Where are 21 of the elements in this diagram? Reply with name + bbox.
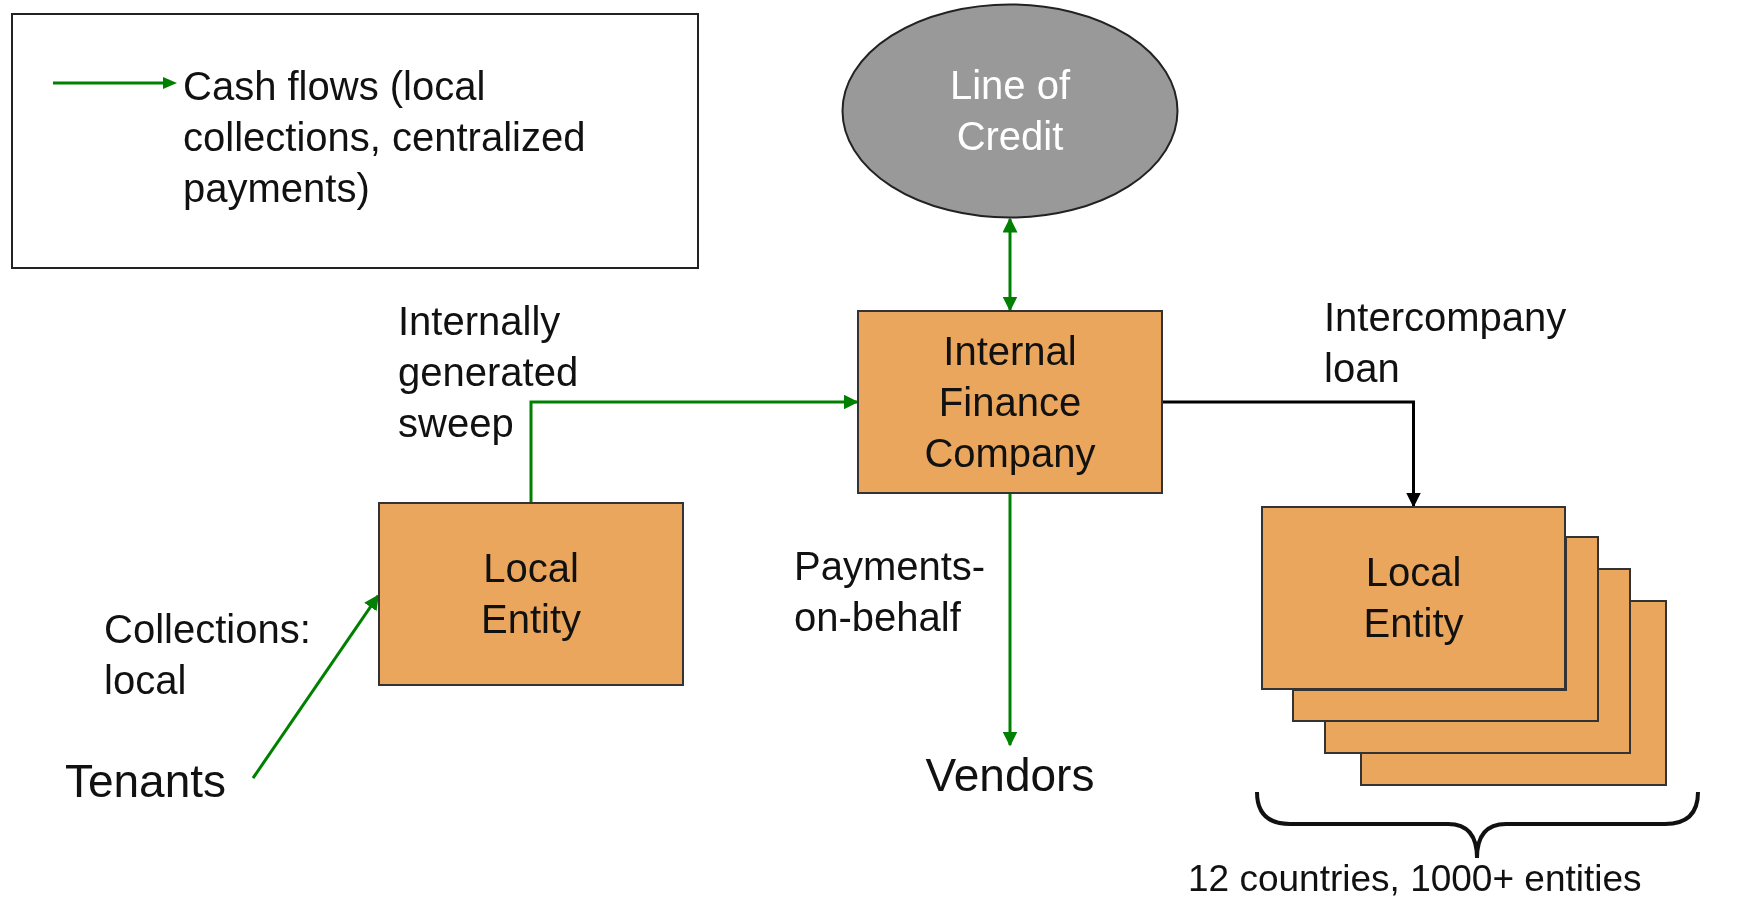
arrow (1002, 494, 1018, 747)
arrow (1163, 400, 1421, 508)
box-label: Internal Finance Company (923, 327, 1097, 477)
arrow (529, 394, 859, 502)
arrow (1002, 217, 1018, 312)
note-text: 12 countries, 1000+ entities (1188, 858, 1643, 900)
edge-label: Internally generated sweep (398, 298, 580, 447)
entity-box (1261, 506, 1566, 690)
edge-label: Intercompany loan (1324, 294, 1568, 392)
ellipse-node (841, 3, 1179, 219)
arrow (251, 594, 380, 779)
box-label: Local Entity (479, 545, 582, 643)
edge-label: Collections: local (104, 606, 312, 704)
entity-box (857, 310, 1163, 494)
legend-text: Cash flows (local collections, centralized payments) (183, 63, 587, 212)
box-label: Line of Credit (948, 62, 1072, 160)
edge-label: Payments-on-behalf (794, 543, 987, 641)
party-name: Vendors (925, 748, 1095, 803)
party-name: Tenants (64, 754, 227, 809)
box-label: Local Entity (1362, 549, 1465, 647)
entity-box (378, 502, 684, 686)
